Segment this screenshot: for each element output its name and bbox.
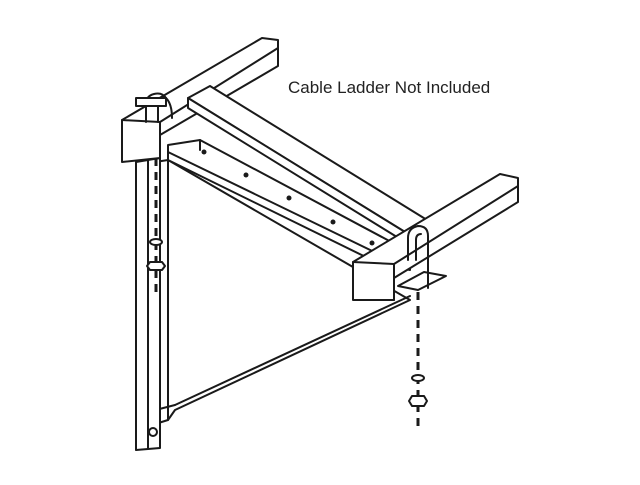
back-nut	[146, 261, 166, 271]
front-ladder-rail	[352, 173, 519, 301]
front-washer	[411, 374, 425, 382]
front-clamp-plate	[397, 271, 447, 291]
front-nut	[408, 395, 428, 407]
front-j-bolt	[407, 225, 429, 289]
front-bolt-assembly	[408, 292, 428, 430]
back-j-bolt	[135, 92, 173, 123]
hole-1	[201, 149, 207, 155]
hole-5	[369, 240, 375, 246]
caption-text: Cable Ladder Not Included	[288, 78, 491, 97]
hole-4	[330, 219, 336, 225]
back-washer	[149, 238, 163, 246]
hole-3	[286, 195, 292, 201]
top-support-channel	[167, 139, 411, 271]
back-bolt-assembly	[146, 158, 166, 292]
hole-2	[243, 172, 249, 178]
leg-bolt-hole	[148, 427, 158, 437]
